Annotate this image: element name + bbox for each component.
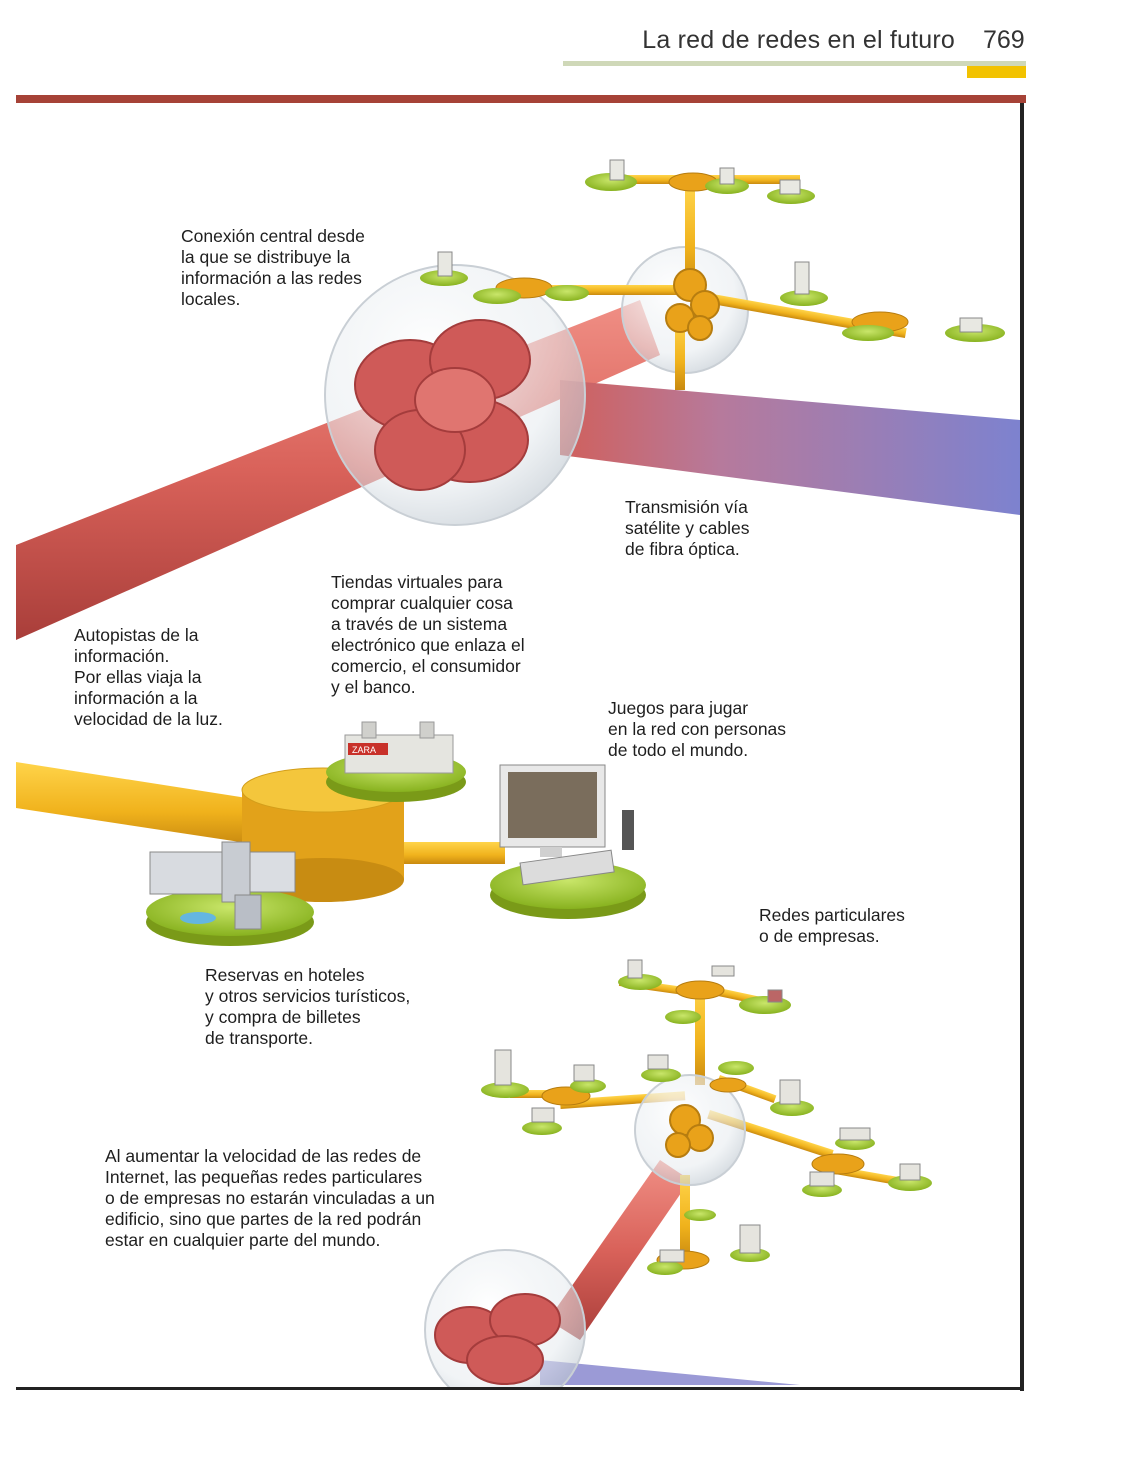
caption-reservations: Reservas en hoteles y otros servicios tu…	[205, 965, 411, 1048]
red-blue-highway-cable	[560, 380, 1020, 515]
virtual-store-platform: ZARA	[326, 721, 466, 802]
caption-central-connection: Conexión central desde la que se distrib…	[181, 226, 365, 309]
upper-buildings	[437, 159, 983, 333]
caption-private-networks: Redes particulares o de empresas.	[759, 905, 905, 946]
page-number: 769	[983, 26, 1025, 54]
lower-buildings	[494, 959, 921, 1263]
orange-highway-cable	[16, 762, 260, 845]
header-rule	[563, 61, 1026, 66]
caption-transmission: Transmisión vía satélite y cables de fib…	[625, 497, 750, 559]
orange-link-to-games	[395, 842, 505, 864]
orange-knot	[665, 268, 720, 341]
frame-right-border	[1020, 103, 1024, 1391]
upper-hubs	[420, 172, 1005, 342]
caption-virtual-stores: Tiendas virtuales para comprar cualquier…	[331, 572, 525, 697]
central-knot	[354, 319, 531, 491]
store-sign: ZARA	[352, 745, 376, 755]
network-illustration: ZARA	[16, 159, 1020, 1387]
caption-online-games: Juegos para jugar en la red con personas…	[608, 698, 787, 760]
top-color-band	[16, 95, 1026, 103]
caption-speed-increase: Al aumentar la velocidad de las redes de…	[105, 1146, 435, 1250]
lower-knot	[434, 1293, 561, 1385]
header-accent-tab	[967, 66, 1026, 78]
caption-info-highways: Autopistas de la información. Por ellas …	[74, 625, 223, 729]
frame-bottom-border	[16, 1387, 1024, 1390]
hotel-platform	[146, 841, 314, 946]
games-platform	[490, 764, 646, 919]
lower-red-cable	[548, 1160, 690, 1340]
page-header-title: La red de redes en el futuro	[642, 26, 955, 54]
